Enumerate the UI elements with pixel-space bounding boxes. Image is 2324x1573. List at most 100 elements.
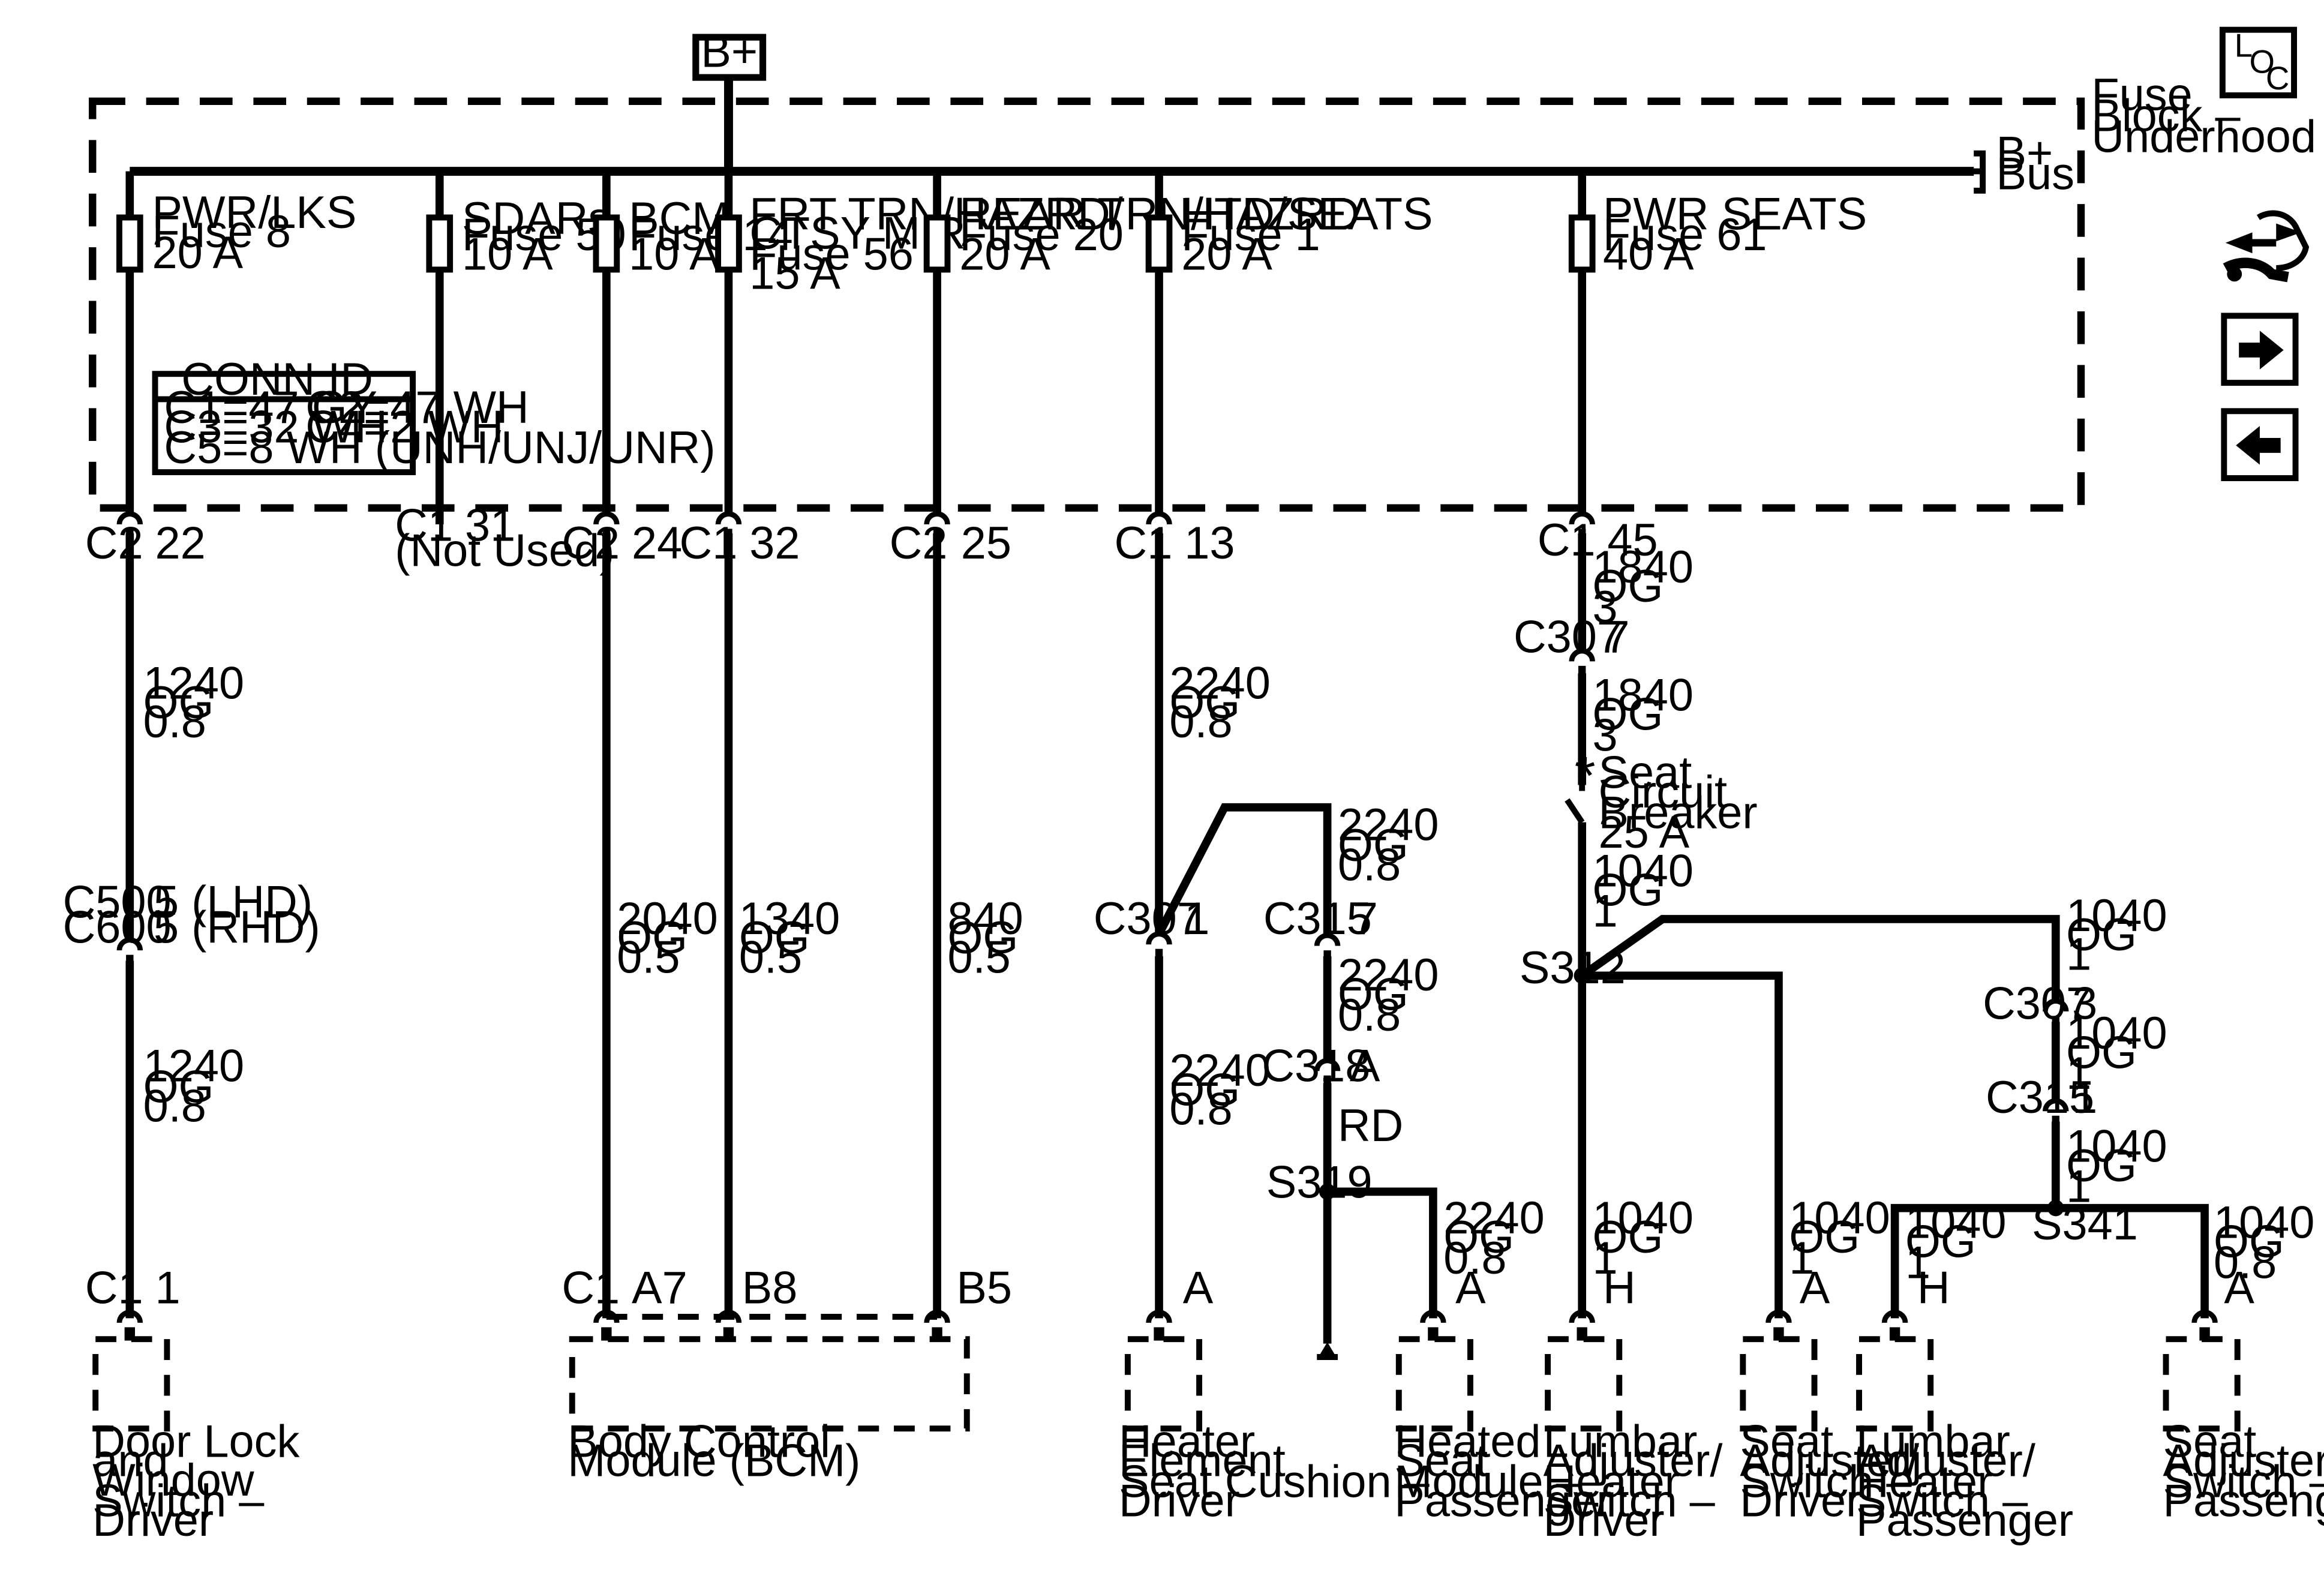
svg-text:1040: 1040 — [2214, 1197, 2314, 1248]
wire-1040-og-seat-adj-pass: 1040 OG 0.8 — [2214, 1197, 2314, 1288]
svg-text:1340: 1340 — [739, 893, 840, 944]
bcm-component — [569, 1336, 970, 1432]
svg-text:A: A — [1455, 1263, 1486, 1314]
svg-text:Passenger: Passenger — [2163, 1476, 2324, 1527]
svg-text:O: O — [2250, 44, 2275, 80]
svg-text:Driver: Driver — [1544, 1495, 1665, 1546]
svg-text:and: and — [92, 1436, 168, 1487]
wire-840-og: 840 OG 0.5 — [947, 893, 1023, 983]
connector-c2-22-label: C2 22 — [85, 518, 206, 569]
svg-text:Body Control: Body Control — [568, 1416, 830, 1467]
svg-text:Passenger: Passenger — [1394, 1476, 1611, 1527]
svg-text:Seat: Seat — [2163, 1416, 2257, 1467]
previous-page-arrow-icon[interactable] — [2221, 408, 2299, 481]
connector-c500-c600-label: C500 5 (LHD) C600 5 (RHD) — [63, 877, 320, 953]
svg-text:OG: OG — [1593, 1212, 1664, 1263]
svg-text:0.5: 0.5 — [739, 932, 802, 983]
svg-text:A7: A7 — [632, 1263, 687, 1314]
seat-adjuster-passenger-component — [2163, 1336, 2241, 1432]
svg-text:1240: 1240 — [143, 658, 244, 709]
svg-text:C1=47 GY: C1=47 GY — [164, 382, 377, 433]
svg-text:C1: C1 — [85, 1263, 143, 1314]
connector-c2-24-label: C2 24 — [562, 518, 682, 569]
svg-text:C1: C1 — [395, 500, 453, 551]
door-lock-switch-component — [92, 1336, 170, 1432]
svg-text:1040: 1040 — [1593, 1193, 1694, 1244]
svg-text:3: 3 — [1593, 582, 1618, 633]
svg-text:C2=47 WH: C2=47 WH — [305, 382, 529, 433]
svg-text:SDARs: SDARs — [462, 193, 611, 244]
svg-text:A: A — [1183, 1263, 1214, 1314]
wire-2240-og-main: 2240 OG 0.8 — [1169, 658, 1270, 748]
svg-text:1: 1 — [1184, 893, 1209, 944]
svg-text:OG: OG — [1593, 689, 1664, 740]
svg-text:1: 1 — [2066, 1161, 2091, 1212]
svg-text:Door Lock: Door Lock — [92, 1416, 299, 1467]
connector-c1-32-label: C1 32 — [680, 518, 800, 569]
connector-c307-1-label: C307 1 — [1094, 893, 1210, 944]
heater-connector-label: A — [1183, 1263, 1214, 1314]
svg-text:1: 1 — [1593, 885, 1618, 936]
wire-1040-og-breaker: 1040 OG 1 — [1593, 845, 1694, 936]
lumbar-adjuster-passenger-component — [1856, 1336, 1934, 1432]
svg-text:Adjuster: Adjuster — [2163, 1436, 2324, 1487]
fuse-pwr-seats: PWR SEATS Fuse 61 40 A — [1568, 188, 1867, 280]
svg-text:1240: 1240 — [143, 1041, 244, 1092]
svg-text:Element: Element — [1119, 1436, 1286, 1487]
svg-text:Fuse 1: Fuse 1 — [1181, 209, 1320, 260]
loc-button[interactable]: L O C — [2219, 26, 2298, 98]
fuse-sdars: SDARs Fuse 50 10 A — [426, 193, 626, 280]
lumbar-adjuster-driver-component — [1545, 1336, 1623, 1432]
svg-text:0.8: 0.8 — [1169, 697, 1232, 748]
heater-element-component — [1124, 1336, 1203, 1432]
svg-text:Window: Window — [92, 1455, 254, 1506]
door-lock-switch-label: Door Lock and Window Switch – Driver — [92, 1416, 299, 1546]
svg-text:0.8: 0.8 — [1169, 1084, 1232, 1135]
seat-circuit-breaker: * Seat Circuit Breaker 25 A — [1565, 745, 1758, 858]
connector-c307-3-label: C307 3 — [1983, 978, 2097, 1029]
svg-text:7: 7 — [1604, 612, 1629, 663]
svg-text:Heater: Heater — [1119, 1416, 1255, 1467]
svg-text:10 A: 10 A — [629, 229, 720, 280]
svg-text:Seat: Seat — [1394, 1436, 1488, 1487]
svg-text:C3=32 WH: C3=32 WH — [164, 401, 387, 452]
connector-c2-25-label: C2 25 — [890, 518, 1011, 569]
svg-text:C600: C600 — [63, 902, 172, 953]
svg-text:HTD/SEATS: HTD/SEATS — [1181, 188, 1433, 239]
svg-text:L: L — [2235, 27, 2253, 64]
svg-text:Adjuster/: Adjuster/ — [1740, 1436, 1920, 1487]
svg-text:2040: 2040 — [617, 893, 717, 944]
svg-text:1840: 1840 — [1593, 670, 1694, 721]
svg-text:40 A: 40 A — [1603, 229, 1694, 280]
next-page-arrow-icon[interactable] — [2221, 313, 2299, 386]
svg-text:2240: 2240 — [1169, 1045, 1270, 1096]
svg-text:1: 1 — [2066, 929, 2091, 980]
svg-text:OG: OG — [143, 677, 214, 728]
splice-s312-label: S312 — [1520, 942, 1626, 993]
svg-text:45: 45 — [1607, 515, 1658, 566]
svg-text:C307: C307 — [1094, 893, 1202, 944]
svg-text:C318: C318 — [1262, 1041, 1370, 1092]
wire-1040-og-seat-adj-drv: 1040 OG 1 — [1789, 1193, 1890, 1284]
svg-text:Driver: Driver — [92, 1495, 214, 1546]
svg-text:Seat Cushion –: Seat Cushion – — [1119, 1456, 1430, 1507]
svg-text:BCM: BCM — [629, 193, 729, 244]
svg-text:C307: C307 — [1983, 978, 2091, 1029]
svg-text:OG: OG — [947, 912, 1018, 963]
ground-terminal — [1318, 1342, 1337, 1357]
svg-text:Block –: Block – — [2091, 91, 2241, 142]
svg-text:Switch –: Switch – — [1740, 1456, 1912, 1507]
bcm-label: Body Control Module (BCM) — [568, 1416, 860, 1486]
svg-text:Heater: Heater — [1856, 1456, 1992, 1507]
power-distribution-icon[interactable] — [2223, 210, 2310, 283]
svg-text:1040: 1040 — [2066, 1008, 2167, 1059]
svg-text:20 A: 20 A — [959, 229, 1050, 280]
svg-text:(Not Used): (Not Used) — [395, 526, 614, 577]
svg-text:15 A: 15 A — [749, 248, 840, 299]
svg-text:C2: C2 — [85, 518, 143, 569]
svg-text:Breaker: Breaker — [1599, 788, 1758, 839]
svg-text:0.8: 0.8 — [2214, 1237, 2277, 1288]
lumbar-adjuster-driver-label: Lumbar Adjuster/ Heater Switch – Driver — [1544, 1416, 1724, 1546]
connector-c318-a-label: C318 A — [1262, 1041, 1380, 1092]
